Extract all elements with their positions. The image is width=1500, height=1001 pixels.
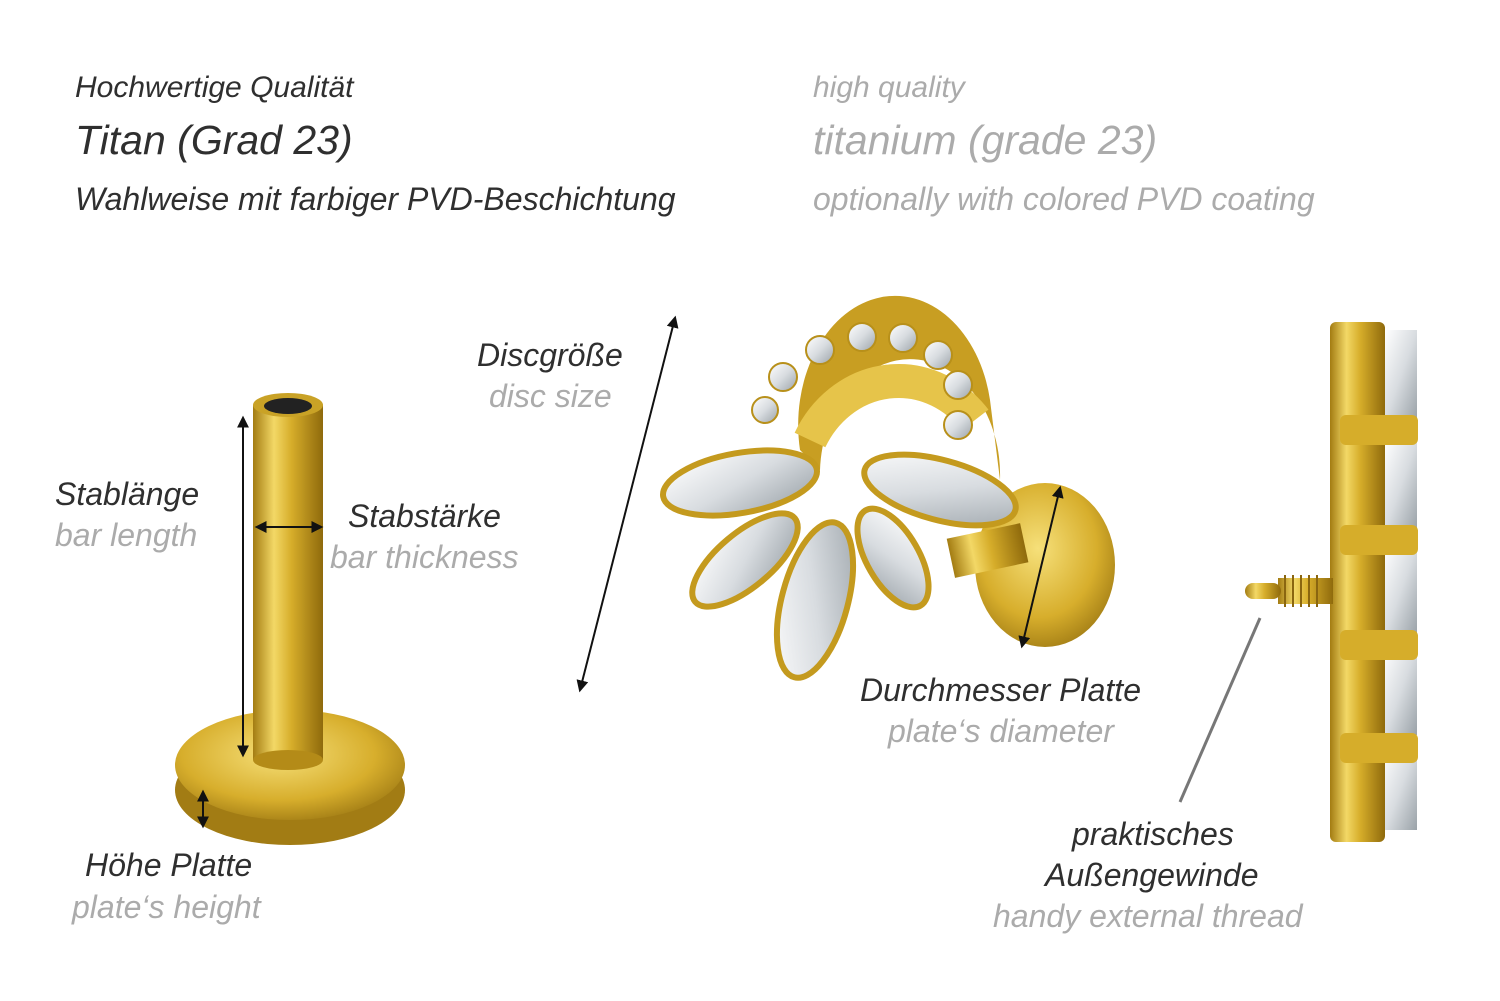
label-plate-height-en: plate‘s height <box>72 889 261 925</box>
labret-post-illustration <box>175 393 405 845</box>
thread-pointer-line <box>1178 617 1262 803</box>
header-en-coating: optionally with colored PVD coating <box>813 181 1315 217</box>
header-de-material: Titan (Grad 23) <box>75 117 353 163</box>
jewelry-side-illustration <box>1245 322 1418 842</box>
plate-diameter-arrow <box>1018 485 1064 649</box>
label-plate-height-de: Höhe Platte <box>85 847 253 883</box>
header-en-quality: high quality <box>813 71 965 104</box>
label-bar-length-en: bar length <box>55 517 198 553</box>
disc-size-arrow <box>576 315 679 693</box>
header-en-material: titanium (grade 23) <box>813 117 1158 163</box>
label-thread-de-1: praktisches <box>1072 816 1234 852</box>
label-plate-diameter-en: plate‘s diameter <box>888 713 1114 749</box>
label-plate-diameter-de: Durchmesser Platte <box>860 672 1141 708</box>
header-de-coating: Wahlweise mit farbiger PVD-Beschichtung <box>75 181 676 217</box>
label-thread-de-2: Außengewinde <box>1045 857 1259 893</box>
jewelry-front-illustration <box>660 295 1115 681</box>
label-disc-size-en: disc size <box>489 378 612 414</box>
label-bar-length-de: Stablänge <box>55 476 200 512</box>
header-de-quality: Hochwertige Qualität <box>75 71 354 104</box>
label-bar-thickness-de: Stabstärke <box>348 498 501 534</box>
label-bar-thickness-en: bar thickness <box>330 539 519 575</box>
label-thread-en: handy external thread <box>993 898 1303 934</box>
label-disc-size-de: Discgröße <box>477 337 623 373</box>
